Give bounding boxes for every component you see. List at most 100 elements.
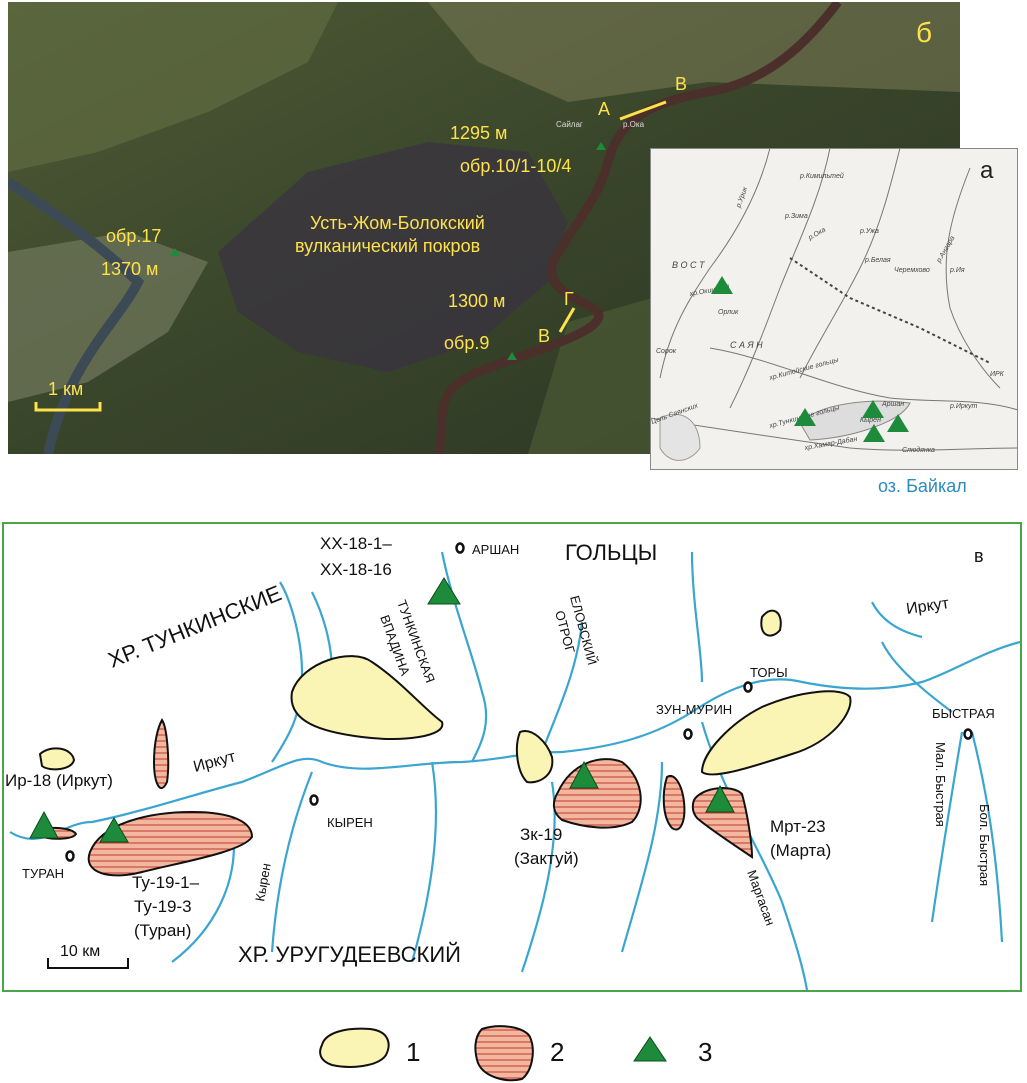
settlement-label-bystraya: БЫСТРАЯ	[932, 706, 995, 721]
inset-river	[799, 148, 901, 379]
river-kyren	[270, 771, 314, 953]
panel-label-b: б	[916, 17, 932, 48]
point-v-lower: В	[538, 326, 550, 346]
elev-1370: 1370 м	[101, 259, 158, 279]
settlement-label-tory: ТОРЫ	[750, 665, 788, 680]
inset-stippled-area	[659, 413, 701, 461]
inset-label: Орлик	[718, 309, 739, 316]
inset-railway	[789, 257, 991, 364]
inset-label: С А Я Н	[730, 340, 763, 350]
sample-zk19	[569, 760, 599, 789]
terrain-patch	[428, 2, 960, 102]
sample-mrt23	[705, 784, 735, 813]
inset-label: р.Кимильтей	[799, 172, 844, 180]
legend: 1 2 3	[319, 1025, 712, 1082]
inset-label: р.Ия	[949, 267, 965, 274]
settlement-bystraya	[963, 728, 973, 740]
river-mal-bystraya	[930, 731, 964, 923]
inset-frame	[650, 148, 1018, 470]
inset-river	[945, 167, 1001, 389]
inset-label: р.Зима	[784, 213, 808, 220]
place-small: р.Ока	[623, 120, 645, 129]
lava-body-zun-murin	[700, 690, 852, 776]
settlement-zun-murin	[683, 728, 693, 740]
cover-label-2: вулканический покров	[295, 236, 480, 256]
elev-1300: 1300 м	[448, 291, 505, 311]
settlement-label-kyren: КЫРЕН	[327, 815, 373, 830]
volcanic-body-north	[152, 718, 170, 790]
inset-label: Кырен	[860, 417, 881, 424]
sample-label-ir18: Ир-18 (Иркут)	[5, 771, 113, 790]
inset-label: Аршан	[881, 401, 904, 408]
settlement-kyren	[309, 794, 319, 806]
sample-tu19	[99, 817, 129, 843]
legend-label-1: 1	[406, 1037, 420, 1067]
river-irkut	[9, 640, 1021, 840]
settlement-tory	[743, 681, 753, 693]
elev-1295: 1295 м	[450, 123, 507, 143]
sample-17: обр.17	[106, 226, 161, 246]
legend-swatch-triangle	[633, 1036, 667, 1062]
river-label-irkut-east: Иркут	[905, 595, 951, 618]
settlement-label-turan: ТУРАН	[22, 866, 64, 881]
scale-label-1km: 1 км	[48, 379, 83, 399]
sample-label-zk19-1: Зк-19	[520, 825, 562, 844]
inset-label: р.Белая	[864, 257, 891, 264]
inset-river	[709, 347, 1018, 411]
river-tributary	[410, 761, 438, 963]
scale-bar-10km	[47, 958, 129, 969]
river-label-bol-bystraya: Бол. Быстрая	[977, 804, 992, 886]
volcanic-body-zaktuy	[552, 758, 642, 829]
inset-sample-marker	[862, 400, 884, 418]
settlement-label-arshan: АРШАН	[472, 542, 519, 557]
place-small: Сайлаг	[556, 120, 583, 129]
inset-label: В О С Т	[672, 260, 706, 270]
inset-map-panel: р.Кимильтей р.Урик р.Зима р.Ока р.Ужа р.…	[650, 148, 1018, 470]
legend-item-3: 3	[633, 1036, 712, 1067]
legend-label-2: 2	[550, 1037, 564, 1067]
inset-river	[659, 148, 771, 379]
inset-sample-marker	[863, 424, 885, 442]
profile-line-ab	[619, 100, 667, 121]
river-label-kyren: Кырен	[252, 862, 273, 903]
schematic-map-panel: в ХР. ТУНКИНСКИЕ ГОЛЬЦЫ ХР. УРУГУДЕЕВСКИ…	[2, 522, 1022, 992]
inset-stippled-depression	[799, 400, 911, 441]
profile-line-vg	[558, 307, 576, 333]
sample-label-mrt23-2: (Марта)	[770, 841, 831, 860]
lake-baikal-label: оз. Байкал	[878, 476, 967, 496]
sample-label-xx18-1: ХХ-18-1–	[320, 534, 392, 553]
river-label-mal-bystraya: Мал. Быстрая	[933, 742, 948, 827]
scale-label-10km: 10 км	[60, 943, 100, 960]
lava-body-tory	[760, 609, 782, 637]
point-a: А	[598, 99, 610, 119]
legend-swatch-yellow	[319, 1027, 390, 1068]
river-tributary	[881, 641, 953, 713]
point-b-upper: В	[675, 74, 687, 94]
river-sat	[433, 2, 842, 454]
ridge-urugudeevsky: ХР. УРУГУДЕЕВСКИЙ	[238, 942, 461, 967]
sample-label-zk19-2: (Зактуй)	[514, 849, 579, 868]
river-tributary	[690, 551, 704, 683]
sample-marker-17	[170, 248, 180, 256]
inset-label: Черемхово	[894, 267, 930, 274]
sample-label-tu19-2: Ту-19-3	[134, 897, 192, 916]
settlement-label-zun-murin: ЗУН-МУРИН	[656, 702, 732, 717]
inset-label: Сорок	[656, 348, 677, 355]
river-tributary	[620, 761, 664, 953]
river-bol-bystraya	[970, 731, 1004, 943]
panel-label-a: а	[980, 157, 994, 184]
terrain-patch	[8, 2, 338, 172]
legend-label-3: 3	[698, 1037, 712, 1067]
legend-item-1: 1	[319, 1027, 420, 1068]
sample-xx18	[427, 577, 461, 605]
inset-label: р.Ужа	[859, 228, 879, 235]
inset-label: р.Иркут	[949, 403, 978, 410]
inset-sample-marker	[887, 414, 909, 432]
sample-marker-9	[507, 352, 517, 360]
sample-10: обр.10/1-10/4	[460, 156, 571, 176]
volcanic-body-turan	[87, 810, 254, 877]
river-tributary	[540, 621, 584, 753]
lava-body-tunka	[290, 655, 444, 740]
lava-body-west	[38, 747, 76, 771]
sample-label-xx18-2: ХХ-18-16	[320, 560, 392, 579]
